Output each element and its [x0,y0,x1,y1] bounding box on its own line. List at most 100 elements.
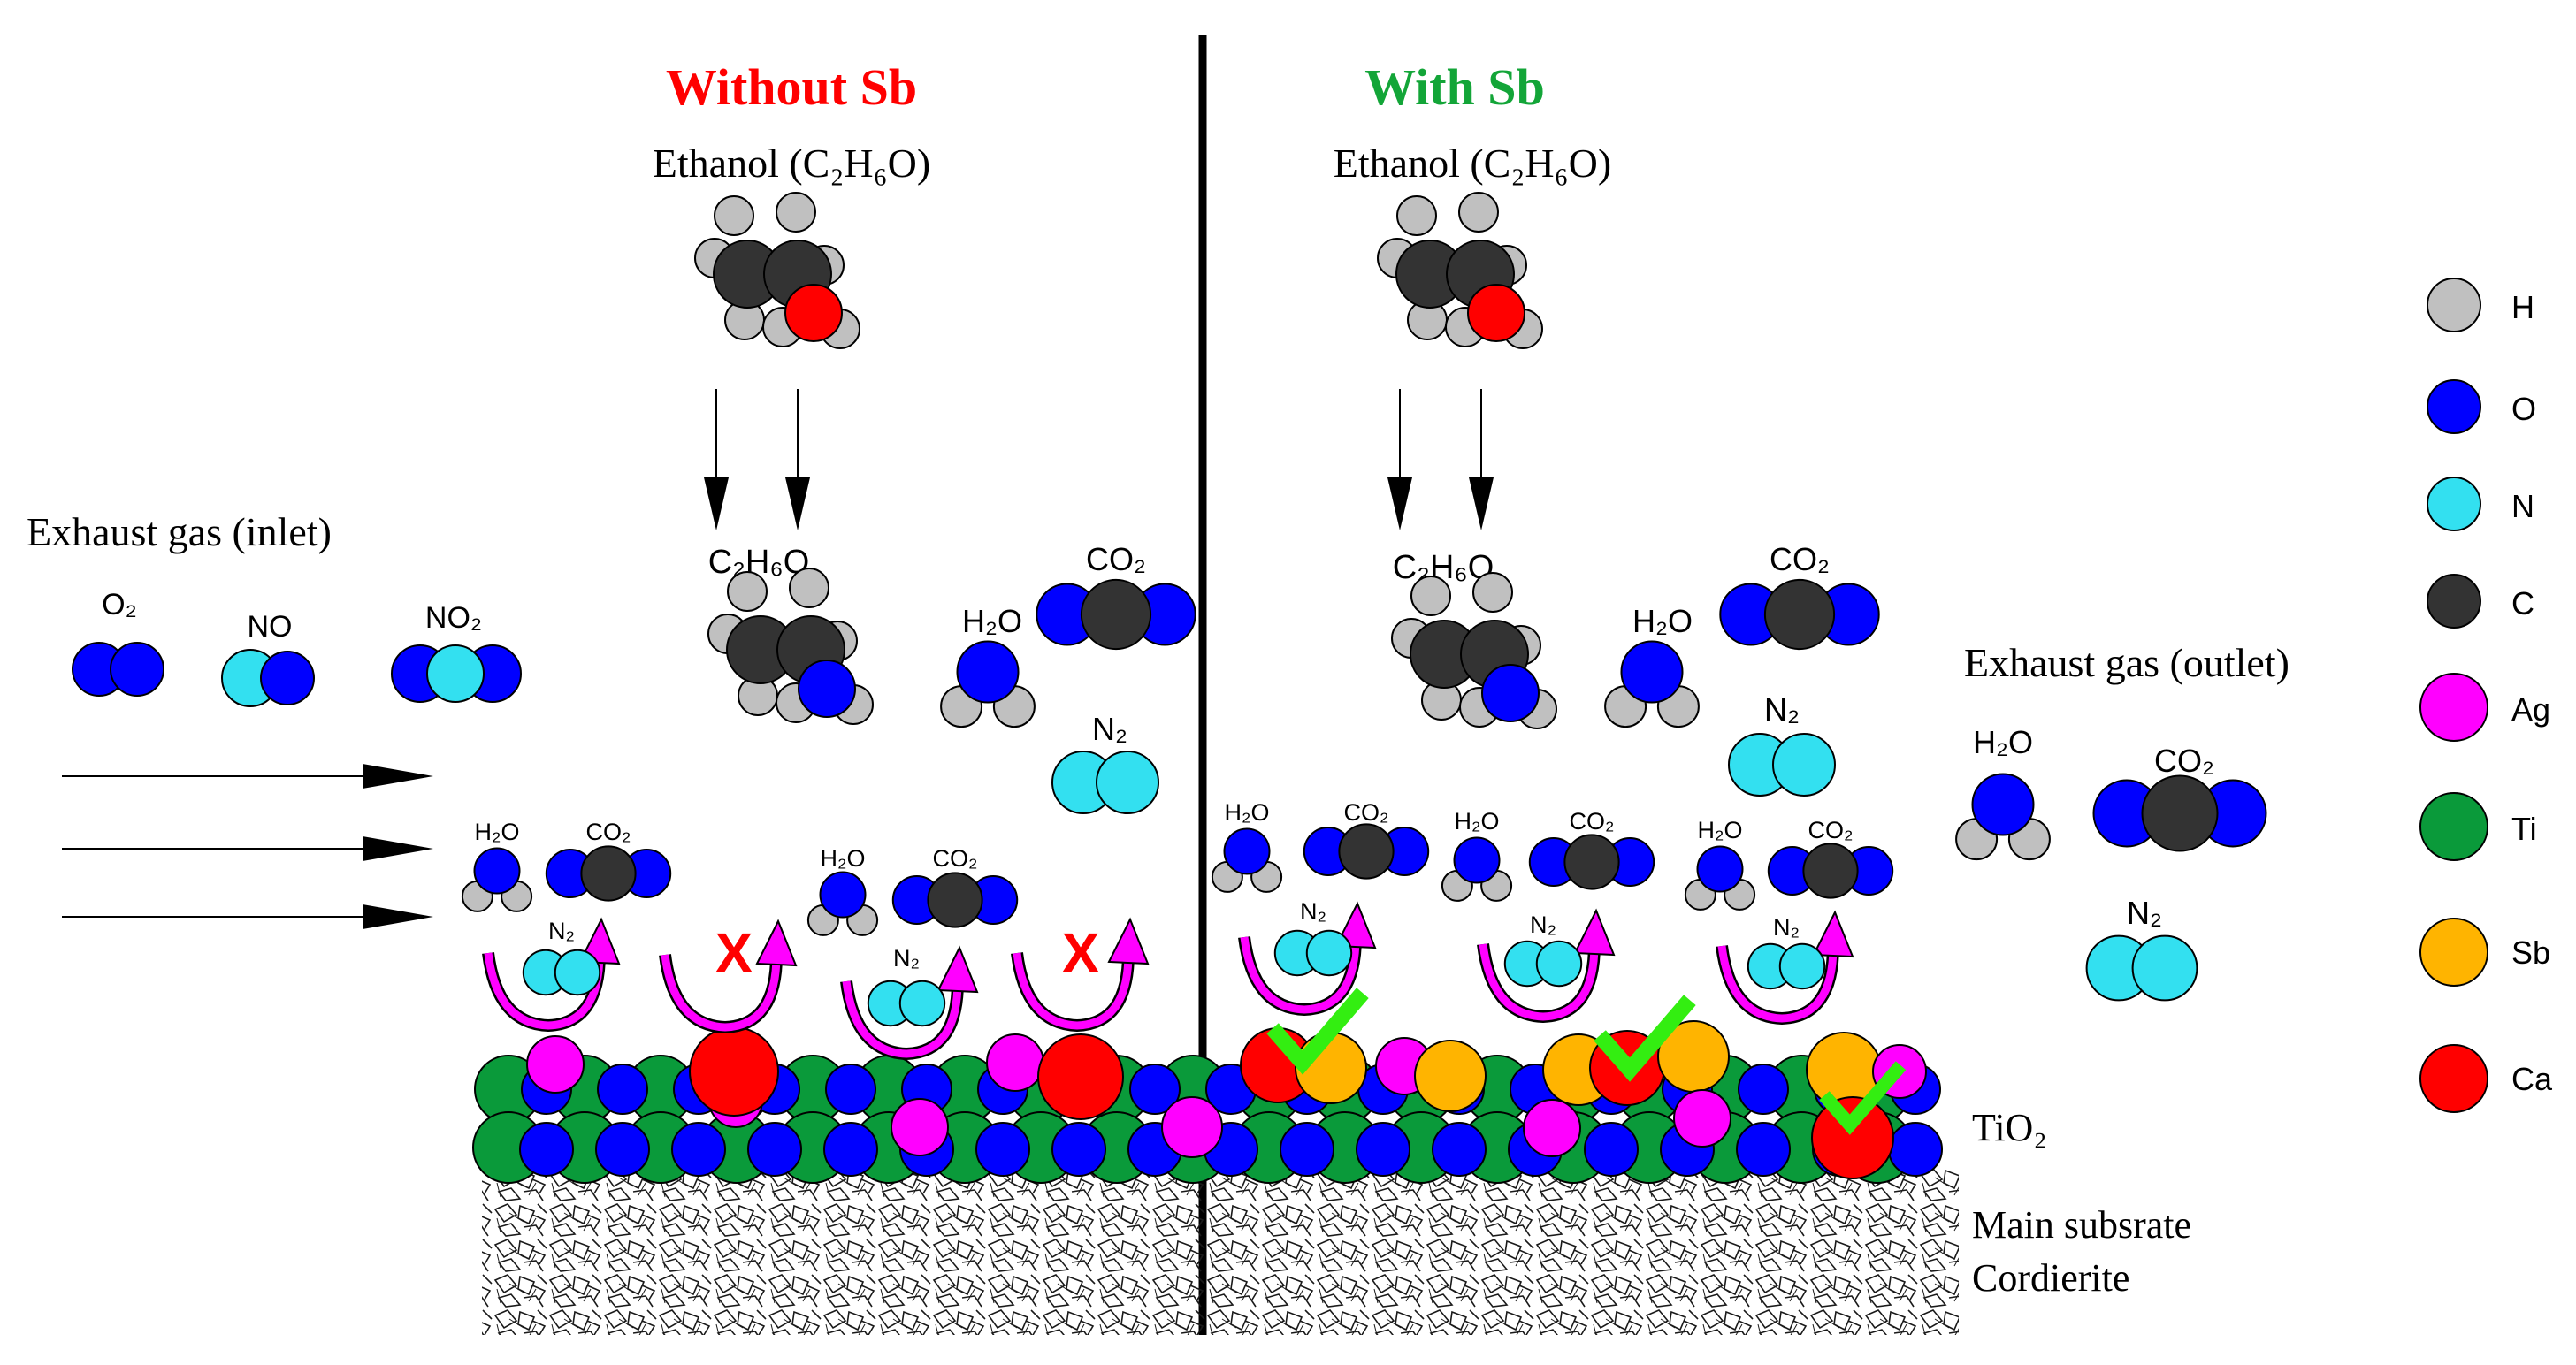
heading-without-sb: Without Sb [666,58,917,116]
substrate-label-line2: Cordierite [1972,1256,2129,1300]
h2o-o-atom [819,871,867,919]
reaction-arrow-1 [484,952,604,1030]
tio2-o-atom [597,1064,648,1115]
surface-n2-label-2: N₂ [893,945,920,972]
co2-c-atom [2141,774,2219,852]
outlet-h2o-label: H₂O [1973,724,2033,760]
product-co2-label-right: CO₂ [1770,541,1830,577]
h2o-o-atom [1971,773,2035,836]
legend-label-ca: Ca [2511,1061,2553,1097]
legend-label-o: O [2511,391,2536,427]
ethanol-o-atom [784,284,843,342]
outlet-n2-label: N₂ [2127,895,2162,931]
co2-c-atom [927,872,983,928]
legend-o-swatch [2427,379,2481,434]
n2-n-atom [898,980,946,1027]
inlet-o2-atom [110,642,164,697]
tio2-o-atom [975,1122,1030,1177]
ethanol-h-atom [776,192,816,233]
legend-label-ag: Ag [2511,691,2550,728]
reaction-arrow-7-head [1812,910,1854,958]
legend-c-swatch [2427,574,2481,629]
surface-n2-label-1: N₂ [548,918,575,944]
tio2-o-atom [1888,1122,1943,1177]
dopant-ag [1673,1089,1731,1148]
co2-c-atom [1763,578,1836,651]
surface-n2-label-4: N₂ [1530,911,1556,938]
ethanol-h-atom [1472,572,1513,613]
h2o-o-atom [1620,640,1684,704]
product-n2-label-left: N₂ [1092,711,1127,747]
surface-h2o-label-4: H₂O [1455,808,1500,835]
outlet-title: Exhaust gas (outlet) [1964,640,2289,685]
legend-label-ti: Ti [2511,811,2537,847]
co2-c-atom [580,845,637,902]
co2-c-atom [1080,578,1152,651]
n2-n-atom [554,949,601,996]
tio2-o-atom [825,1064,876,1115]
ethanol-o-atom [798,660,856,718]
surface-h2o-label-5: H₂O [1698,817,1743,843]
inlet-flow-arrow-3-head [363,904,433,929]
reaction-arrow-4-head [1107,917,1150,965]
h2o-o-atom [1223,827,1271,875]
ethanol-o-atom [1481,664,1540,722]
ethanol-o-atom [1467,284,1525,342]
outlet-co2-label: CO₂ [2154,743,2214,779]
cordierite-substrate [482,1167,1959,1335]
reaction-arrow-6-head [1573,908,1616,957]
legend-h-swatch [2427,278,2481,332]
surface-h2o-label-1: H₂O [475,819,520,845]
ethanol-arrow-left-1-head [704,477,729,530]
dopant-sb [1414,1040,1487,1112]
surface-co2-label-2: CO₂ [933,845,978,872]
dopant-ag [986,1033,1044,1092]
reaction-arrow-2 [661,954,781,1032]
substrate-label-line1: Main subsrate [1972,1203,2191,1247]
fail-mark-2: X [1062,921,1100,985]
n2-n-atom [1778,942,1826,990]
ethanol-h-atom [727,571,768,612]
reaction-arrow-3 [842,980,962,1058]
inlet-no-label: NO [248,610,293,644]
surface-n2-label-5: N₂ [1773,914,1800,941]
surface-co2-label-4: CO₂ [1570,808,1615,835]
legend-ti-swatch [2419,792,2488,861]
dopant-ca-large [1037,1033,1124,1120]
tio2-o-atom [823,1122,878,1177]
inlet-no-o-atom [260,651,315,705]
ethanol-label-left: Ethanol (C₂H₆O) [653,141,930,186]
intermediate-label-left: C₂H₆O [708,544,810,581]
tio2-o-atom [1356,1122,1410,1177]
ethanol-h-atom [714,195,754,236]
dopant-ag [1161,1096,1223,1158]
legend-ca-swatch [2419,1044,2488,1113]
product-n2-label-right: N₂ [1764,691,1800,728]
co2-c-atom [1802,843,1859,899]
tio2-o-atom [1432,1122,1487,1177]
h2o-o-atom [1696,845,1744,893]
surface-n2-label-3: N₂ [1300,898,1326,925]
legend-ag-swatch [2419,673,2488,742]
reaction-arrow-2-head [755,919,798,967]
dopant-ag [1523,1099,1581,1157]
ethanol-h-atom [1410,576,1451,616]
legend-sb-swatch [2419,918,2488,987]
success-check-3 [1819,1061,1907,1135]
legend-n-swatch [2427,477,2481,531]
reaction-arrow-5-head [1334,901,1377,949]
surface-co2-label-1: CO₂ [586,819,631,845]
h2o-o-atom [473,847,521,895]
fail-mark-1: X [715,921,753,985]
tio2-o-atom [1584,1122,1639,1177]
heading-with-sb: With Sb [1364,58,1545,116]
h2o-o-atom [956,640,1020,704]
reaction-arrow-4 [1013,952,1133,1030]
inlet-flow-arrow-2-head [363,836,433,861]
success-check-1 [1266,988,1369,1075]
legend-label-h: H [2511,289,2534,325]
inlet-flow-arrow-1-head [363,764,433,789]
inlet-no2-n-atom [426,644,485,703]
